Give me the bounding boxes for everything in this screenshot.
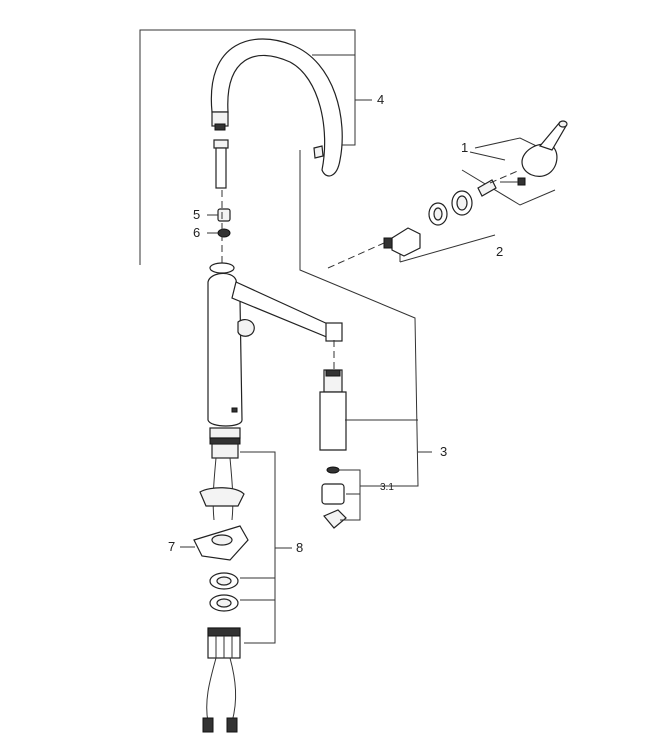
washer-ring-1 [209, 572, 239, 590]
label-5: 5 [193, 207, 200, 222]
faucet-body [207, 262, 343, 427]
washer-ring-2 [209, 594, 239, 612]
label-3-1: 3.1 [380, 482, 394, 493]
label-7: 7 [168, 539, 175, 554]
ring-piece [451, 190, 473, 216]
spout-bracket-4 [139, 29, 372, 265]
body-thread [209, 427, 241, 459]
plate-part-7 [193, 525, 249, 561]
nut-part-5 [207, 208, 231, 222]
mounting-nut [207, 627, 241, 659]
hoses-upper [199, 457, 245, 521]
bracket-8 [240, 451, 292, 644]
spray-bracket-3 [299, 150, 432, 521]
cartridge [383, 227, 421, 257]
handle-lever [521, 120, 568, 177]
cap-piece [477, 179, 497, 197]
handle-screw [500, 177, 526, 186]
spout-hose-piece [213, 139, 229, 189]
label-6: 6 [193, 225, 200, 240]
spray-head [319, 369, 347, 451]
washer-part-6 [207, 228, 231, 238]
label-1: 1 [461, 140, 468, 155]
hoses-lower [202, 657, 238, 733]
label-2: 2 [496, 244, 503, 259]
aerator-3-1 [321, 466, 347, 529]
label-8: 8 [296, 540, 303, 555]
nut-piece [428, 202, 448, 226]
spout-tube [210, 38, 343, 177]
label-4: 4 [377, 92, 384, 107]
label-3: 3 [440, 444, 447, 459]
